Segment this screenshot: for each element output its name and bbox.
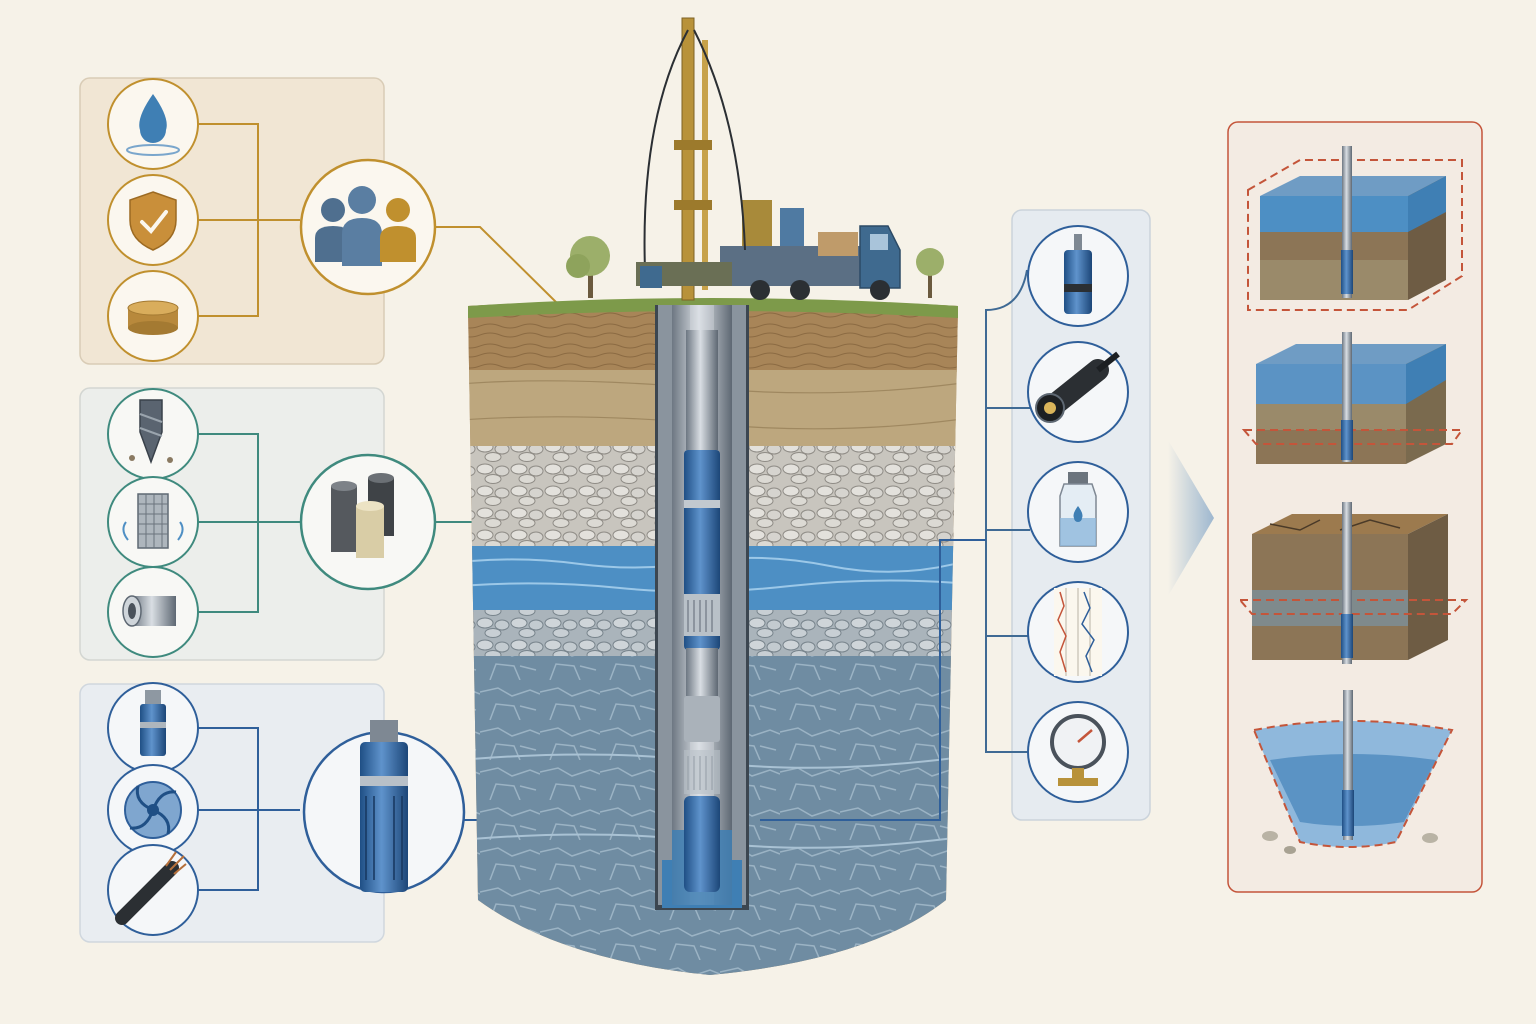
aquifer-block-confined-icon: [1247, 146, 1463, 311]
monitoring-panel: [760, 209, 1151, 821]
impeller-icon: [107, 764, 199, 856]
well-cross-section: [468, 17, 958, 975]
aquifer-block-fractured-icon: [1237, 502, 1469, 664]
water-level-sensor-icon: [1027, 225, 1129, 327]
coin-stack-icon: [107, 270, 199, 362]
cone-of-depression-icon: [1252, 690, 1454, 854]
well-screen-icon: [107, 476, 199, 568]
people-group-icon: [299, 158, 437, 296]
drilling-rig-icon: [636, 17, 746, 301]
pressure-gauge-icon: [1027, 701, 1129, 803]
drill-bit-icon: [107, 388, 199, 480]
stakeholders-panel: [79, 77, 615, 365]
risk-zones-panel: [1227, 121, 1483, 893]
core-samples-icon: [299, 453, 437, 591]
materials-panel: [79, 387, 521, 661]
pump-panel: [79, 682, 640, 943]
geophysical-log-icon: [1027, 581, 1129, 683]
service-truck-icon: [720, 200, 901, 300]
casing-pipe-icon: [107, 566, 199, 658]
shield-check-icon: [107, 174, 199, 266]
submersible-pump-icon: [684, 330, 720, 892]
sample-bottle-icon: [1027, 461, 1129, 563]
power-cable-icon: [107, 844, 199, 936]
flow-arrow-icon: [1168, 440, 1214, 596]
tree-icon: [566, 236, 944, 298]
pump-closeup-icon: [302, 720, 466, 894]
water-drop-icon: [107, 78, 199, 170]
downhole-camera-icon: [1027, 341, 1129, 443]
aquifer-block-layered-icon: [1241, 332, 1464, 464]
submersible-pump-icon: [107, 682, 199, 774]
